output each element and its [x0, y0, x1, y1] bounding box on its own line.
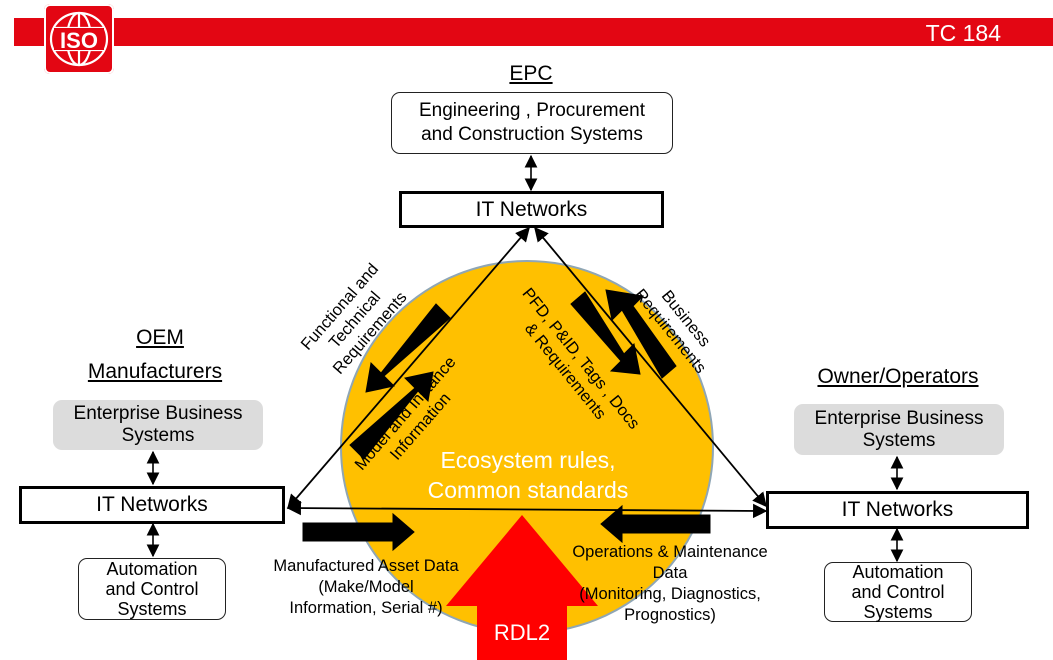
epc-title: EPC	[509, 62, 553, 85]
rdl2-label: RDL2	[493, 620, 551, 645]
epc-systems-line2: and Construction Systems	[421, 124, 643, 145]
owner-enterprise-line2: Systems	[862, 429, 936, 451]
owner-enterprise-line1: Enterprise Business	[814, 407, 984, 429]
owner-title: Owner/Operators	[817, 365, 979, 388]
operations-data-arrow	[600, 504, 711, 544]
operations-data-label: Operations & Maintenance Data (Monitorin…	[552, 542, 788, 626]
business-requirements-arrow	[605, 289, 677, 379]
owner-it-networks: IT Networks	[766, 491, 1029, 529]
owner-automation-line2: and Control	[851, 582, 945, 602]
oem-enterprise-line1: Enterprise Business	[73, 403, 243, 424]
manufactured-data-arrow	[302, 512, 415, 552]
epc-systems-box: Engineering , Procurement and Constructio…	[391, 92, 673, 154]
operations-line2: Data	[652, 564, 688, 582]
epc-owner-link	[534, 226, 767, 508]
oem-owner-link	[286, 500, 768, 519]
rdl2-arrow	[446, 515, 598, 660]
operations-line3: (Monitoring, Diagnostics,	[579, 585, 761, 603]
functional-requirements-arrow	[365, 303, 451, 393]
ecosystem-line2: Common standards	[427, 477, 629, 503]
epc-systems-line1: Engineering , Procurement	[418, 100, 645, 121]
iso-logo-text: ISO	[60, 28, 98, 53]
epc-oem-link	[287, 226, 530, 510]
oem-it-networks: IT Networks	[19, 486, 285, 524]
owner-automation-line1: Automation	[852, 562, 944, 582]
ecosystem-label: Ecosystem rules, Common standards	[390, 445, 666, 505]
oem-enterprise-line2: Systems	[121, 425, 195, 446]
manufactured-line1: Manufactured Asset Data	[273, 557, 459, 575]
header-bar	[14, 18, 1053, 46]
oem-manufacturers-title: Manufacturers	[87, 360, 223, 383]
oem-title: OEM	[136, 326, 184, 349]
oem-automation-line3: Systems	[117, 599, 187, 619]
owner-automation-line3: Systems	[863, 602, 933, 622]
oem-automation-line2: and Control	[105, 579, 199, 599]
oem-automation-line1: Automation	[106, 559, 198, 579]
operations-line4: Prognostics)	[624, 606, 716, 624]
manufactured-line3: Information, Serial #)	[289, 599, 443, 617]
manufactured-data-label: Manufactured Asset Data (Make/Model Info…	[248, 556, 484, 619]
ecosystem-line1: Ecosystem rules,	[440, 447, 616, 473]
model-information-arrow	[349, 371, 434, 460]
committee-label: TC 184	[925, 20, 1001, 46]
manufactured-line2: (Make/Model	[318, 578, 414, 596]
epc-it-networks: IT Networks	[399, 191, 664, 228]
operations-line1: Operations & Maintenance	[572, 543, 768, 561]
pfd-docs-arrow	[570, 291, 641, 375]
iso-logo: ISO	[44, 4, 114, 74]
